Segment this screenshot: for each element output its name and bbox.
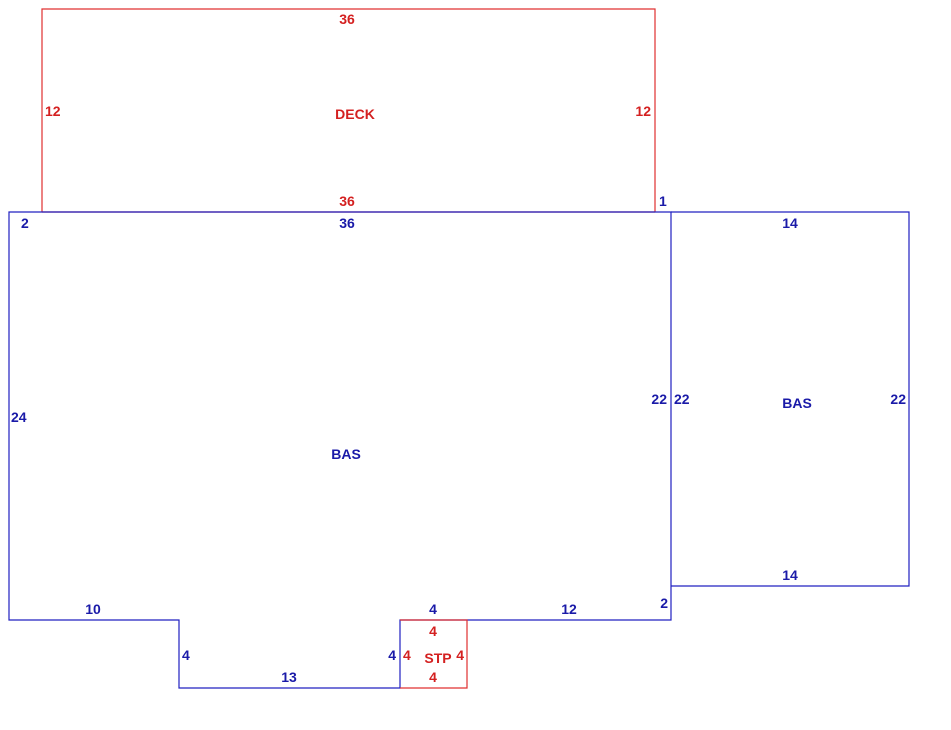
deck-area-label: DECK [335, 106, 375, 122]
deck-outline[interactable] [41, 8, 656, 212]
bas-side-outline[interactable] [671, 211, 910, 587]
bas-side-bottom-dimension: 14 [782, 567, 798, 583]
bas-side-corner-dimension: 1 [659, 193, 667, 209]
bas-main-step-right-dimension: 4 [388, 647, 396, 663]
deck-left-dimension: 12 [45, 103, 61, 119]
bas-main-corner-bottom-dimension: 2 [660, 595, 668, 611]
bas-side-right-dimension: 22 [890, 391, 906, 407]
stp-outline[interactable] [400, 619, 468, 689]
bas-main-step-left-dimension: 4 [182, 647, 190, 663]
bas-main-bottom-right-dimension: 12 [561, 601, 577, 617]
bas-main-left-dimension: 24 [11, 409, 27, 425]
stp-right-dimension: 4 [456, 647, 464, 663]
bas-main-right-dimension: 22 [651, 391, 667, 407]
bas-main-bottom-left-dimension: 10 [85, 601, 101, 617]
deck-right-dimension: 12 [635, 103, 651, 119]
bas-side-left-dimension: 22 [674, 391, 690, 407]
bas-main-corner-dimension: 2 [21, 215, 29, 231]
deck-bottom-dimension: 36 [339, 193, 355, 209]
bas-main-step-top-dimension: 4 [429, 601, 437, 617]
deck-top-dimension: 36 [339, 11, 355, 27]
bas-main-top-dimension: 36 [339, 215, 355, 231]
bas-side-area-label: BAS [782, 395, 812, 411]
bas-main-bottom-middle-dimension: 13 [281, 669, 297, 685]
stp-area-label: STP [424, 650, 451, 666]
stp-top-dimension: 4 [429, 623, 437, 639]
bas-side-top-dimension: 14 [782, 215, 798, 231]
stp-bottom-dimension: 4 [429, 669, 437, 685]
stp-left-dimension: 4 [403, 647, 411, 663]
bas-main-area-label: BAS [331, 446, 361, 462]
